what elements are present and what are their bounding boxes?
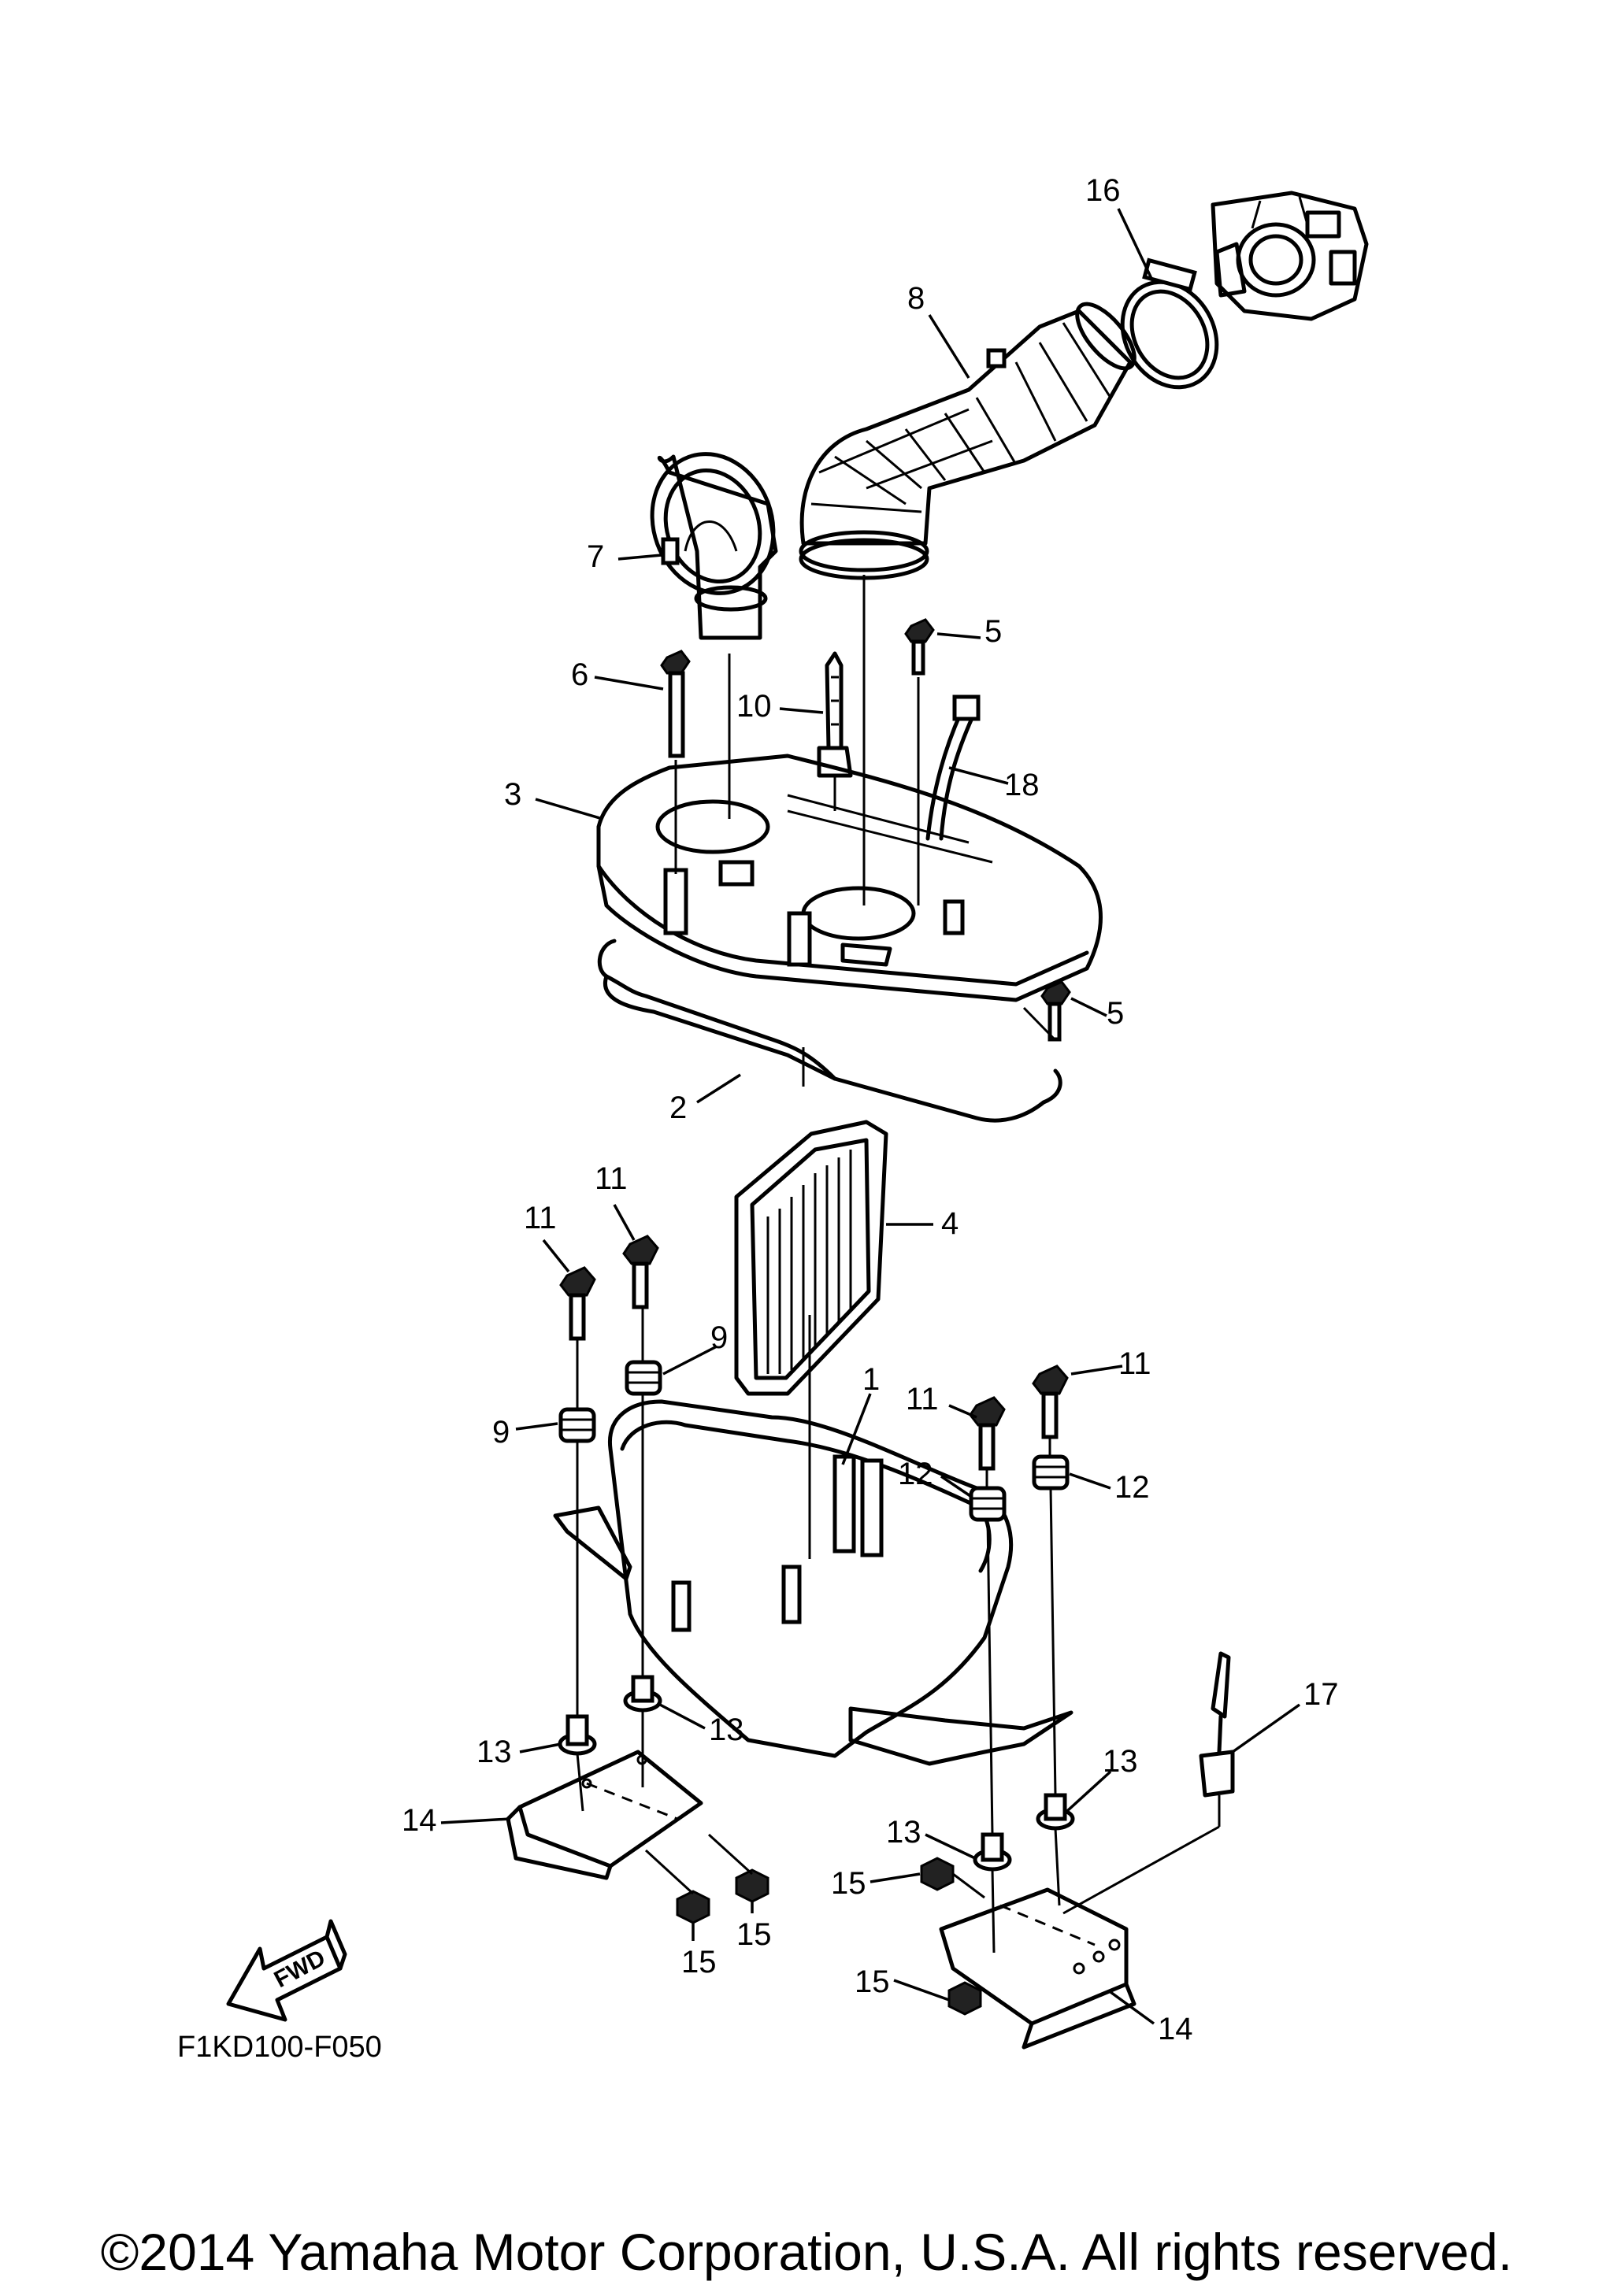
callout-11-d: 11 <box>1118 1346 1151 1381</box>
bolt-part <box>904 618 935 676</box>
callout-13-b: 13 <box>709 1713 744 1747</box>
callout-8: 8 <box>907 281 925 316</box>
breather-hose-part <box>925 694 981 841</box>
callout-1: 1 <box>862 1362 880 1397</box>
collar-part <box>623 1675 662 1713</box>
callout-13-c: 13 <box>886 1815 921 1850</box>
grommet-part <box>969 1486 1007 1522</box>
bracket-part <box>506 1750 703 1880</box>
bolt-part <box>1032 1365 1069 1439</box>
collar-part <box>973 1832 1012 1872</box>
callout-4: 4 <box>941 1206 959 1241</box>
assembly-lines <box>576 575 1221 1953</box>
callout-15-a: 15 <box>736 1917 772 1952</box>
nut-part <box>676 1890 710 1924</box>
long-bolt-part <box>660 650 691 758</box>
intake-duct-part <box>799 302 1137 580</box>
cable-tie-part <box>817 651 853 778</box>
air-cleaner-cover-part <box>596 754 1103 1002</box>
callout-12-a: 12 <box>898 1457 933 1491</box>
air-inlet-part <box>650 452 778 640</box>
callout-15-b: 15 <box>681 1945 717 1979</box>
callout-14-right: 14 <box>1158 2012 1193 2046</box>
callout-9-left: 9 <box>492 1415 510 1450</box>
bolt-part <box>559 1266 596 1341</box>
callout-13-a: 13 <box>476 1735 512 1769</box>
callout-14-left: 14 <box>402 1803 437 1838</box>
strap-part <box>1199 1651 1235 1798</box>
callout-18: 18 <box>1004 768 1040 802</box>
callout-13-d: 13 <box>1103 1744 1138 1779</box>
grommet-part <box>1032 1454 1070 1491</box>
callout-5-lower: 5 <box>1107 996 1124 1031</box>
forward-direction-arrow: FWD <box>226 1919 347 2022</box>
bolt-part <box>969 1396 1006 1471</box>
nut-part <box>920 1857 955 1891</box>
callout-17: 17 <box>1303 1677 1339 1712</box>
callout-11-a: 11 <box>524 1201 557 1235</box>
hose-clamp-part <box>1120 257 1219 390</box>
callout-5-upper: 5 <box>984 614 1002 649</box>
callout-11-b: 11 <box>595 1161 628 1196</box>
callout-15-c: 15 <box>831 1866 866 1901</box>
nut-part <box>735 1868 769 1903</box>
throttle-body-part <box>1211 191 1369 321</box>
callout-11-c: 11 <box>906 1382 939 1416</box>
bolt-part <box>1040 980 1071 1042</box>
filter-element-part <box>734 1120 888 1396</box>
bracket-part <box>939 1887 1137 2050</box>
nut-part <box>947 1981 982 2016</box>
copyright-notice: ©2014 Yamaha Motor Corporation, U.S.A. A… <box>100 2223 1513 2281</box>
gasket-part <box>597 939 1062 1123</box>
callout-16: 16 <box>1085 173 1121 208</box>
callout-15-d: 15 <box>855 1965 890 1999</box>
collar-part <box>558 1714 597 1756</box>
callout-3: 3 <box>504 777 521 812</box>
callout-7: 7 <box>587 539 604 574</box>
callout-10: 10 <box>736 689 772 724</box>
callout-6: 6 <box>571 657 588 692</box>
callout-12-b: 12 <box>1114 1470 1150 1505</box>
air-cleaner-case-part <box>553 1399 1073 1766</box>
grommet-part <box>625 1360 662 1396</box>
leader-lines <box>440 208 1301 2025</box>
diagram-code: F1KD100-F050 <box>177 2031 382 2064</box>
collar-part <box>1036 1793 1075 1831</box>
callout-9-mid: 9 <box>710 1320 728 1355</box>
bolt-part <box>622 1235 659 1309</box>
grommet-part <box>558 1407 596 1443</box>
callout-2: 2 <box>669 1091 687 1125</box>
callout-labels: 1 2 3 4 5 5 6 7 8 9 9 10 11 11 11 11 12 … <box>402 173 1339 2046</box>
